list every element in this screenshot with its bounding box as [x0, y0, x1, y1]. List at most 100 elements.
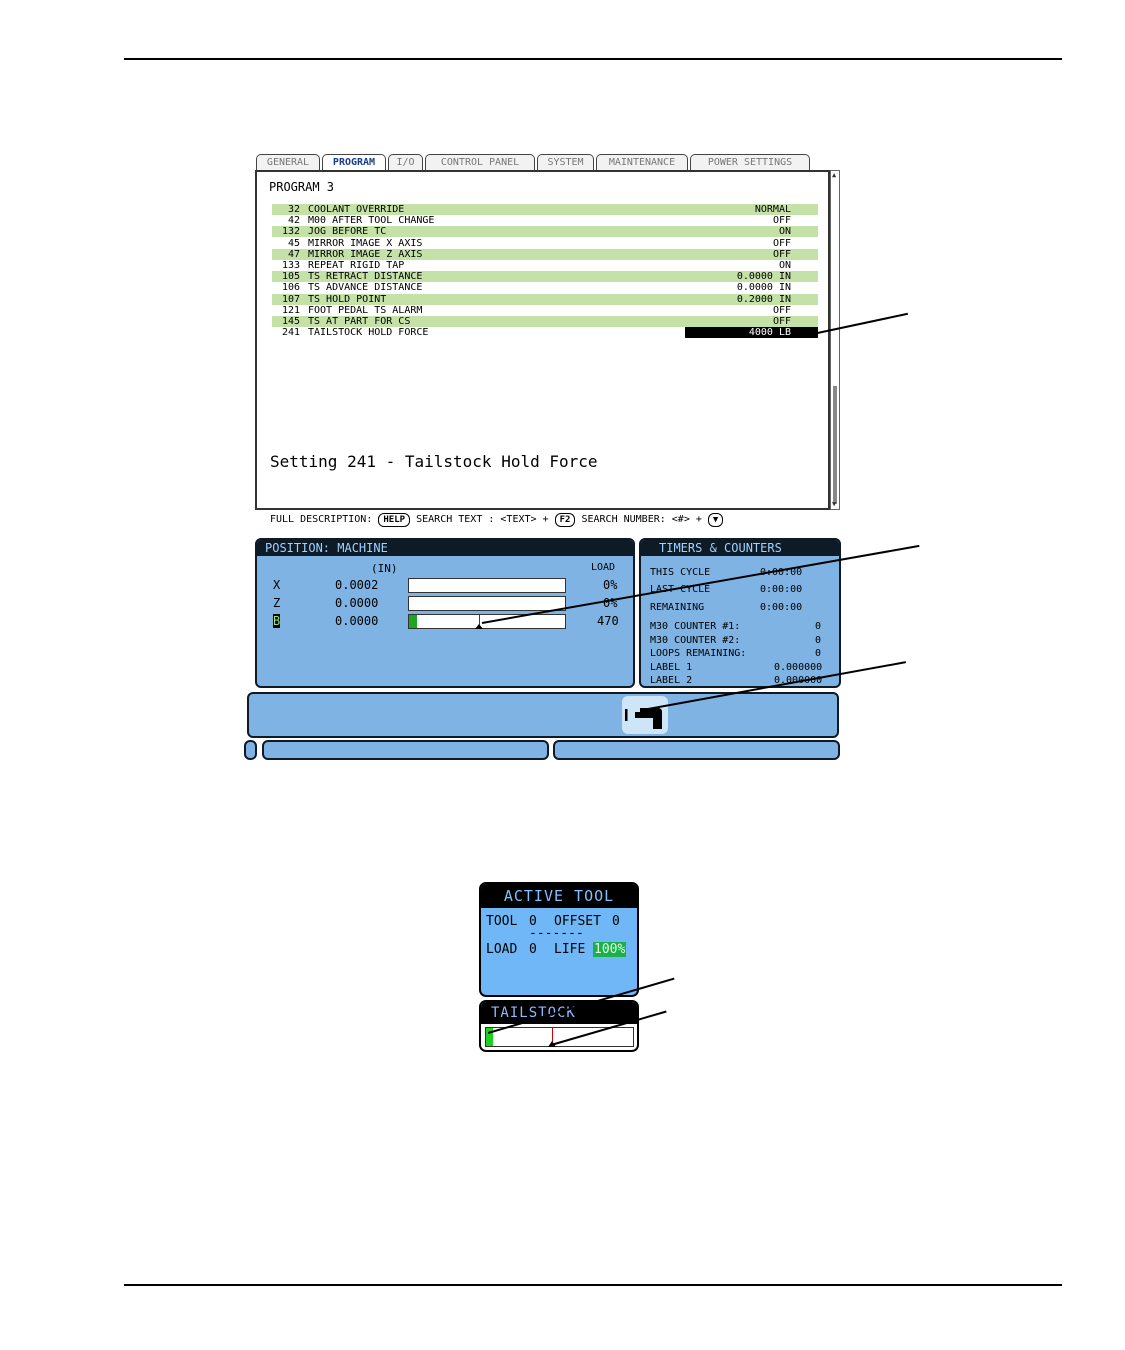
setting-row[interactable]: 32 COOLANT OVERRIDE NORMAL: [272, 204, 818, 215]
setting-value: NORMAL: [754, 204, 791, 215]
setting-name: REPEAT RIGID TAP: [308, 260, 405, 271]
scroll-down-icon[interactable]: ▼: [832, 500, 837, 508]
setting-value: OFF: [772, 248, 791, 260]
f2-key[interactable]: F2: [554, 513, 576, 527]
setting-row[interactable]: 121 FOOT PEDAL TS ALARM OFF: [272, 305, 818, 316]
setting-name: MIRROR IMAGE X AXIS: [308, 237, 423, 249]
scrollbar[interactable]: ▲ ▼: [830, 170, 840, 510]
hold-force-pointer: [475, 624, 483, 629]
setting-value: OFF: [772, 316, 791, 327]
setting-name: TAILSTOCK HOLD FORCE: [308, 327, 429, 339]
setting-row[interactable]: 47 MIRROR IMAGE Z AXIS OFF: [272, 248, 818, 260]
units-label: (IN): [371, 562, 398, 575]
m30-counter-2-label: M30 COUNTER #2:: [650, 635, 741, 646]
axis-load-x: 0%: [603, 578, 618, 592]
setting-number: 32: [287, 204, 300, 215]
tab-power-settings[interactable]: POWER SETTINGS: [690, 154, 810, 171]
section-title: PROGRAM 3: [269, 180, 335, 194]
hold-force-marker: [479, 615, 480, 625]
setting-number: 132: [281, 226, 300, 238]
label-1-label: LABEL 1: [650, 662, 693, 673]
timers-panel: TIMERS & COUNTERS THIS CYCLE 0:00:00 LAS…: [639, 538, 841, 688]
setting-number: 105: [281, 271, 300, 283]
icon-bar: [247, 692, 839, 738]
active-tool-title: ACTIVE TOOL: [481, 884, 637, 908]
remaining-value: 0:00:00: [760, 602, 803, 613]
load-bar-z: [408, 596, 566, 611]
this-cycle-label: THIS CYCLE: [650, 567, 711, 578]
setting-name: TS AT PART FOR CS: [308, 316, 411, 327]
full-description-label: FULL DESCRIPTION:: [270, 514, 373, 525]
m30-counter-1-label: M30 COUNTER #1:: [650, 621, 741, 632]
settings-panel: PROGRAM 3 32 COOLANT OVERRIDE NORMAL 42 M00 …: [255, 170, 830, 510]
tab-system[interactable]: SYSTEM: [537, 154, 594, 171]
tailstock-widget: TAILSTOCK: [479, 1000, 639, 1052]
tab-program[interactable]: PROGRAM: [322, 154, 386, 171]
active-tool-widget: ACTIVE TOOL TOOL 0 OFFSET 0 ------- LOAD…: [479, 882, 639, 997]
load-bar-fill: [409, 615, 417, 628]
last-cycle-value: 0:00:00: [760, 584, 803, 595]
setting-value: ON: [778, 226, 791, 238]
setting-value: 0.2000 IN: [736, 293, 791, 305]
scroll-thumb[interactable]: [833, 386, 837, 504]
search-text-label: SEARCH TEXT : <TEXT> +: [416, 514, 549, 525]
setting-row[interactable]: 132 JOG BEFORE TC ON: [272, 226, 818, 238]
setting-name: MIRROR IMAGE Z AXIS: [308, 248, 423, 260]
tab-general[interactable]: GENERAL: [256, 154, 320, 171]
offset-value: 0: [612, 914, 620, 929]
tailstock-icon: [622, 696, 668, 734]
life-value: 100%: [593, 942, 627, 957]
timers-title: TIMERS & COUNTERS: [641, 540, 839, 556]
setting-number: 241: [281, 327, 300, 339]
axis-label-b: B: [273, 614, 281, 628]
position-title: POSITION: MACHINE: [257, 540, 633, 556]
tab-io[interactable]: I/O: [388, 154, 423, 171]
dash-separator: -------: [529, 926, 584, 941]
setting-number: 45: [287, 237, 300, 249]
setting-name: JOG BEFORE TC: [308, 226, 387, 238]
scroll-up-icon[interactable]: ▲: [832, 171, 837, 179]
load-value: 0: [529, 942, 537, 957]
bottom-rule: [124, 1284, 1062, 1286]
last-cycle-label: LAST CYCLE: [650, 584, 711, 595]
setting-name: M00 AFTER TOOL CHANGE: [308, 215, 435, 227]
tailstock-bar-fill: [486, 1028, 494, 1046]
setting-number: 121: [281, 304, 300, 316]
setting-value: ON: [778, 260, 791, 271]
setting-value: OFF: [772, 304, 791, 316]
axis-label-z: Z: [273, 596, 281, 610]
search-number-label: SEARCH NUMBER: <#> +: [581, 514, 702, 525]
setting-number: 107: [281, 293, 300, 305]
setting-name: COOLANT OVERRIDE: [308, 204, 405, 215]
help-line: FULL DESCRIPTION: HELP SEARCH TEXT : <TE…: [270, 512, 724, 528]
setting-number: 106: [281, 282, 300, 294]
tailstock-title: TAILSTOCK: [481, 1002, 637, 1024]
setting-name: FOOT PEDAL TS ALARM: [308, 304, 423, 316]
axis-value-z: 0.0000: [335, 596, 379, 610]
tool-value: 0: [529, 914, 537, 929]
setting-number: 47: [287, 248, 300, 260]
tailstock-bar: [485, 1027, 634, 1047]
description-title: Setting 241 - Tailstock Hold Force: [270, 452, 598, 471]
setting-number: 42: [287, 215, 300, 227]
life-label: LIFE: [554, 942, 586, 957]
tool-label: TOOL: [486, 914, 518, 929]
setting-row[interactable]: 45 MIRROR IMAGE X AXIS OFF: [272, 238, 818, 249]
setting-value: OFF: [772, 237, 791, 249]
status-bar-left: [244, 740, 257, 760]
help-key[interactable]: HELP: [378, 513, 411, 527]
loops-remaining-label: LOOPS REMAINING:: [650, 648, 747, 659]
axis-label-x: X: [273, 578, 281, 592]
tab-maintenance[interactable]: MAINTENANCE: [596, 154, 688, 171]
tab-control-panel[interactable]: CONTROL PANEL: [425, 154, 535, 171]
setting-value: 0.0000 IN: [736, 271, 791, 283]
remaining-label: REMAINING: [650, 602, 705, 613]
down-arrow-key-icon[interactable]: ▼: [707, 513, 724, 527]
